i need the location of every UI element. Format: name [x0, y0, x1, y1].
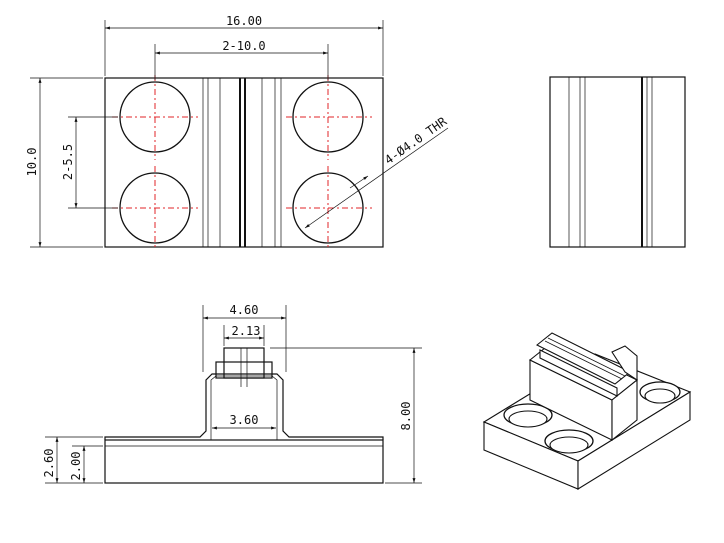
dim-slot-width: 2.13: [223, 324, 265, 346]
slot-width-label: 2.13: [232, 324, 261, 338]
hole-spacing-x-label: 2-10.0: [222, 39, 265, 53]
inner-width-label: 3.60: [230, 413, 259, 427]
side-view-outline: [549, 76, 686, 248]
saddle-outline: [104, 373, 384, 440]
isometric-view: [482, 332, 692, 490]
side-view: [549, 76, 686, 248]
dim-overall-height: 10.0: [25, 77, 103, 248]
base-height-label: 2.60: [42, 449, 56, 478]
dim-overall-width: 16.00: [104, 14, 384, 76]
section-view: 4.60 2.13 3.60 8.00 2.60: [42, 303, 422, 484]
dim-total-height: 8.00: [270, 347, 422, 484]
base-block: [104, 439, 384, 484]
overall-width-label: 16.00: [226, 14, 262, 28]
dim-hole-spacing-y: 2-5.5: [61, 116, 118, 209]
total-height-label: 8.00: [399, 402, 413, 431]
hole-centerlines: [112, 75, 372, 250]
dim-hole-spacing-x: 2-10.0: [154, 39, 329, 80]
dim-base-height-inner: 2.00: [69, 445, 103, 483]
overall-height-label: 10.0: [25, 148, 39, 177]
dim-top-width: 4.60: [202, 303, 287, 372]
front-view: 16.00 2-10.0 10.0 2-5.5 4-Ø4.0 THR: [25, 14, 450, 250]
base-height-inner-label: 2.00: [69, 452, 83, 481]
dim-base-height: 2.60: [42, 436, 103, 484]
hole-spacing-y-label: 2-5.5: [61, 144, 75, 180]
top-width-label: 4.60: [230, 303, 259, 317]
hole-callout-label: 4-Ø4.0 THR: [382, 114, 450, 167]
dim-inner-width: 3.60: [212, 413, 276, 430]
